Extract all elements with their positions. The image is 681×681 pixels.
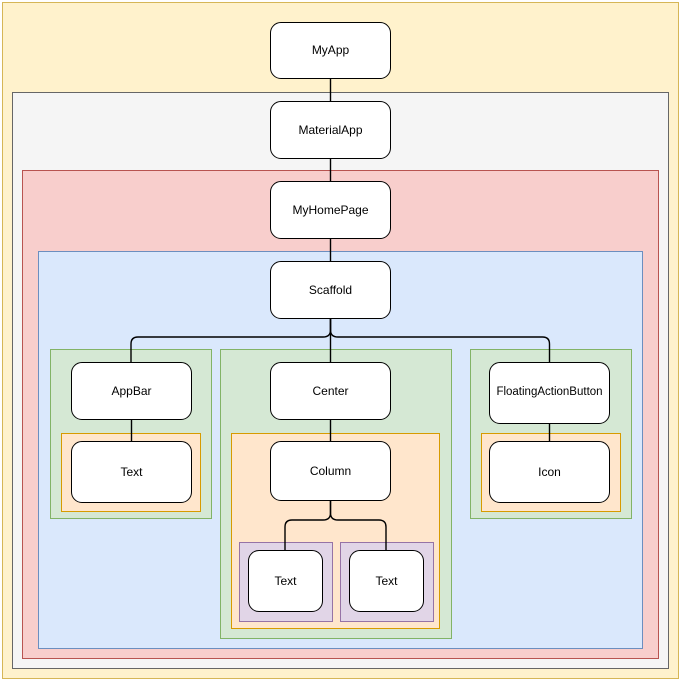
node-myhomepage[interactable]: MyHomePage [270,181,391,239]
node-materialapp[interactable]: MaterialApp [270,101,391,159]
node-myapp[interactable]: MyApp [270,22,391,79]
node-appbar[interactable]: AppBar [71,362,192,420]
node-appbar-text[interactable]: Text [71,441,192,503]
node-center[interactable]: Center [270,362,391,420]
node-floatingactionbutton[interactable]: FloatingActionButton [489,362,610,424]
node-text-left[interactable]: Text [248,550,323,612]
node-icon[interactable]: Icon [489,441,610,503]
node-scaffold[interactable]: Scaffold [270,261,391,319]
node-column[interactable]: Column [270,441,391,501]
node-text-right[interactable]: Text [349,550,424,612]
